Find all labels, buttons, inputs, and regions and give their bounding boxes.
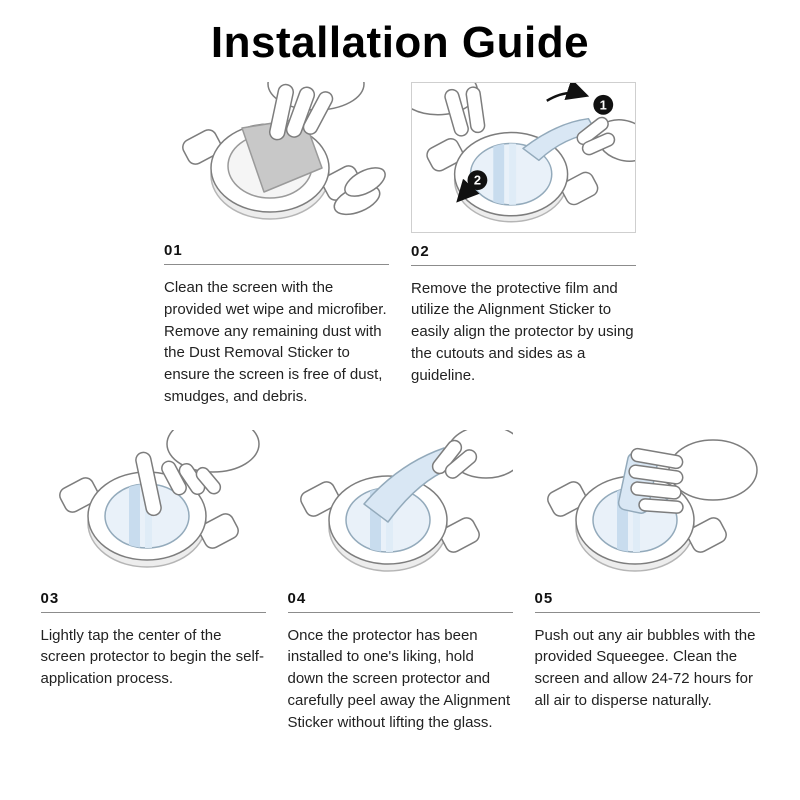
align-arrow-icon <box>456 178 480 203</box>
hand-finger <box>629 447 683 469</box>
watch-lug-right <box>686 516 727 553</box>
tap-center-icon <box>58 429 260 568</box>
hand-finger <box>268 83 295 141</box>
step-number: 01 <box>164 242 183 259</box>
step-02-illustration: 1 2 <box>411 82 636 233</box>
step-description: Remove the protective film and utilize t… <box>411 279 634 384</box>
step-number: 04 <box>287 589 307 607</box>
badge-1-label: 1 <box>600 97 607 112</box>
watch-lug-left <box>299 480 340 517</box>
watch-lug-left <box>58 476 99 513</box>
watch-lug-left <box>426 137 464 172</box>
hand-finger <box>285 86 316 138</box>
watch-lug-left <box>546 480 587 517</box>
step-card-01: 01 Clean the screen with the provided we… <box>164 82 389 408</box>
wipe-cleaning-icon <box>182 82 386 220</box>
hand-finger <box>581 132 616 156</box>
peel-film-icon: 1 2 <box>412 83 635 223</box>
step-divider <box>164 264 389 265</box>
steps-row-1: 01 Clean the screen with the provided we… <box>0 82 800 408</box>
step-04-illustration <box>288 429 513 580</box>
squeegee-icon <box>546 438 758 572</box>
hand-finger <box>637 497 684 514</box>
step-03-illustration <box>41 429 266 580</box>
step-divider <box>287 611 513 613</box>
screen-reflection <box>616 487 640 552</box>
screen-reflection <box>493 143 517 205</box>
step-description: Once the protector has been installed to… <box>287 626 511 731</box>
hand-finger <box>465 86 486 134</box>
step-description: Clean the screen with the provided wet w… <box>164 279 387 405</box>
badge-1 <box>593 94 614 115</box>
peel-sticker-icon <box>299 429 513 572</box>
hand-finger <box>195 466 221 494</box>
hand-finger <box>627 463 683 485</box>
step-number: 03 <box>40 589 60 607</box>
step-card-03: 03 Lightly tap the center of the screen … <box>40 429 266 734</box>
step-05-illustration <box>535 430 760 580</box>
badge-2-label: 2 <box>474 173 481 188</box>
step-number: 02 <box>411 242 430 260</box>
hand-finger <box>302 91 334 135</box>
step-divider <box>534 611 760 613</box>
hand-finger <box>629 480 682 500</box>
hand-finger <box>444 448 477 479</box>
step-description: Push out any air bubbles with the provid… <box>534 626 756 709</box>
step-card-04: 04 Once the protector has been installed… <box>287 429 513 734</box>
hand-palm <box>667 438 758 501</box>
step-description: Lightly tap the center of the screen pro… <box>40 626 264 688</box>
step-card-02: 1 2 02 Remove the protective film and ut… <box>411 82 636 408</box>
hand-finger <box>444 88 469 137</box>
step-01-illustration <box>164 82 389 232</box>
step-number: 05 <box>534 589 554 607</box>
watch-lug-right <box>561 171 599 206</box>
page-title: Installation Guide <box>210 18 590 67</box>
watch-lug-right <box>439 516 480 553</box>
step-divider <box>40 611 266 613</box>
hand-palm <box>165 429 260 473</box>
support-finger <box>344 167 386 197</box>
steps-row-2: 03 Lightly tap the center of the screen … <box>0 429 800 734</box>
hand-finger <box>576 116 609 146</box>
screen-reflection <box>128 483 152 548</box>
index-finger <box>134 451 162 516</box>
step-card-05: 05 Push out any air bubbles with the pro… <box>534 430 760 734</box>
peel-arrow-icon <box>546 83 590 102</box>
watch-lug-left <box>182 129 222 165</box>
watch-lug-right <box>198 512 239 549</box>
step-divider <box>411 264 636 266</box>
